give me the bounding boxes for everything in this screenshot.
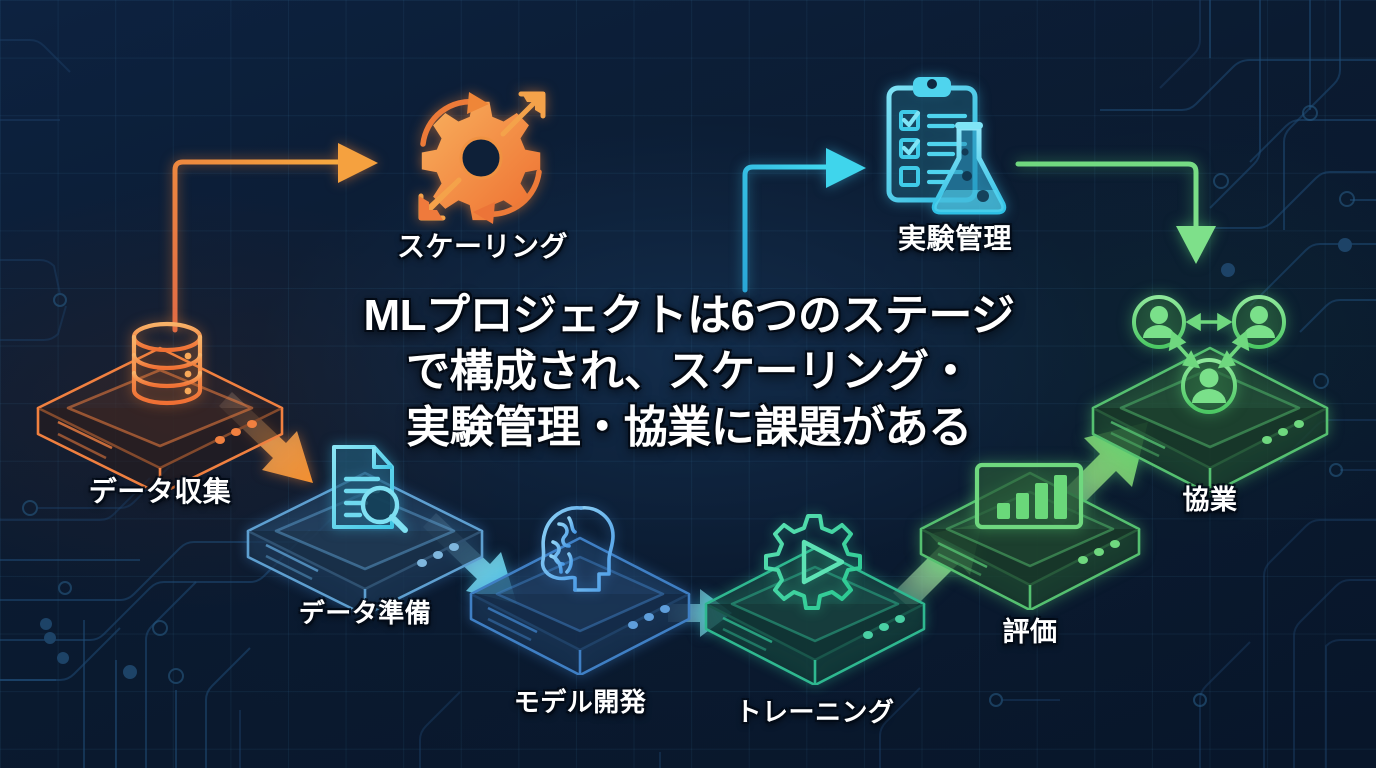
headline-line-1: MLプロジェクトは6つのステージ (363, 291, 1015, 340)
isometric-platform (469, 536, 691, 675)
stage-label-collaboration: 協業 (1182, 485, 1238, 515)
isometric-platform (36, 346, 284, 490)
database-icon (131, 321, 203, 406)
stage-label-data-collection: データ収集 (88, 476, 232, 507)
challenge-label-scaling: スケーリング (396, 231, 568, 262)
stage-training[interactable]: トレーニング (690, 514, 940, 740)
stage-data-collection[interactable]: データ収集 (20, 321, 300, 530)
stage-collaboration[interactable]: 協業 (1075, 295, 1345, 540)
stage-data-preparation[interactable]: データ準備 (230, 445, 500, 655)
isometric-platform (246, 471, 484, 615)
stage-label-training: トレーニング (735, 697, 895, 727)
stage-evaluation[interactable]: 評価 (905, 455, 1155, 665)
isometric-platform (704, 546, 926, 685)
brain-head-icon (540, 506, 615, 592)
stage-label-evaluation: 評価 (1002, 617, 1058, 647)
gear-play-icon (764, 514, 862, 610)
page-headline: MLプロジェクトは6つのステージ で構成され、スケーリング・ 実験管理・協業に課… (318, 288, 1060, 456)
challenge-label-experiment-management: 実験管理 (897, 223, 1012, 254)
bar-chart-icon (974, 462, 1084, 530)
gear-cycle-arrows-icon (418, 91, 546, 224)
people-network-icon (1132, 295, 1286, 414)
challenge-experiment-management[interactable]: 実験管理 (855, 72, 1055, 272)
challenge-scaling[interactable]: スケーリング (375, 80, 590, 280)
stage-label-data-preparation: データ準備 (298, 598, 432, 628)
stage-model-development[interactable]: モデル開発 (455, 506, 705, 730)
headline-line-2: で構成され、スケーリング・ (406, 347, 972, 396)
clipboard-flask-icon (886, 77, 1007, 215)
headline-line-3: 実験管理・協業に課題がある (406, 403, 972, 452)
document-search-icon (332, 445, 408, 533)
stage-label-model-development: モデル開発 (513, 687, 647, 717)
